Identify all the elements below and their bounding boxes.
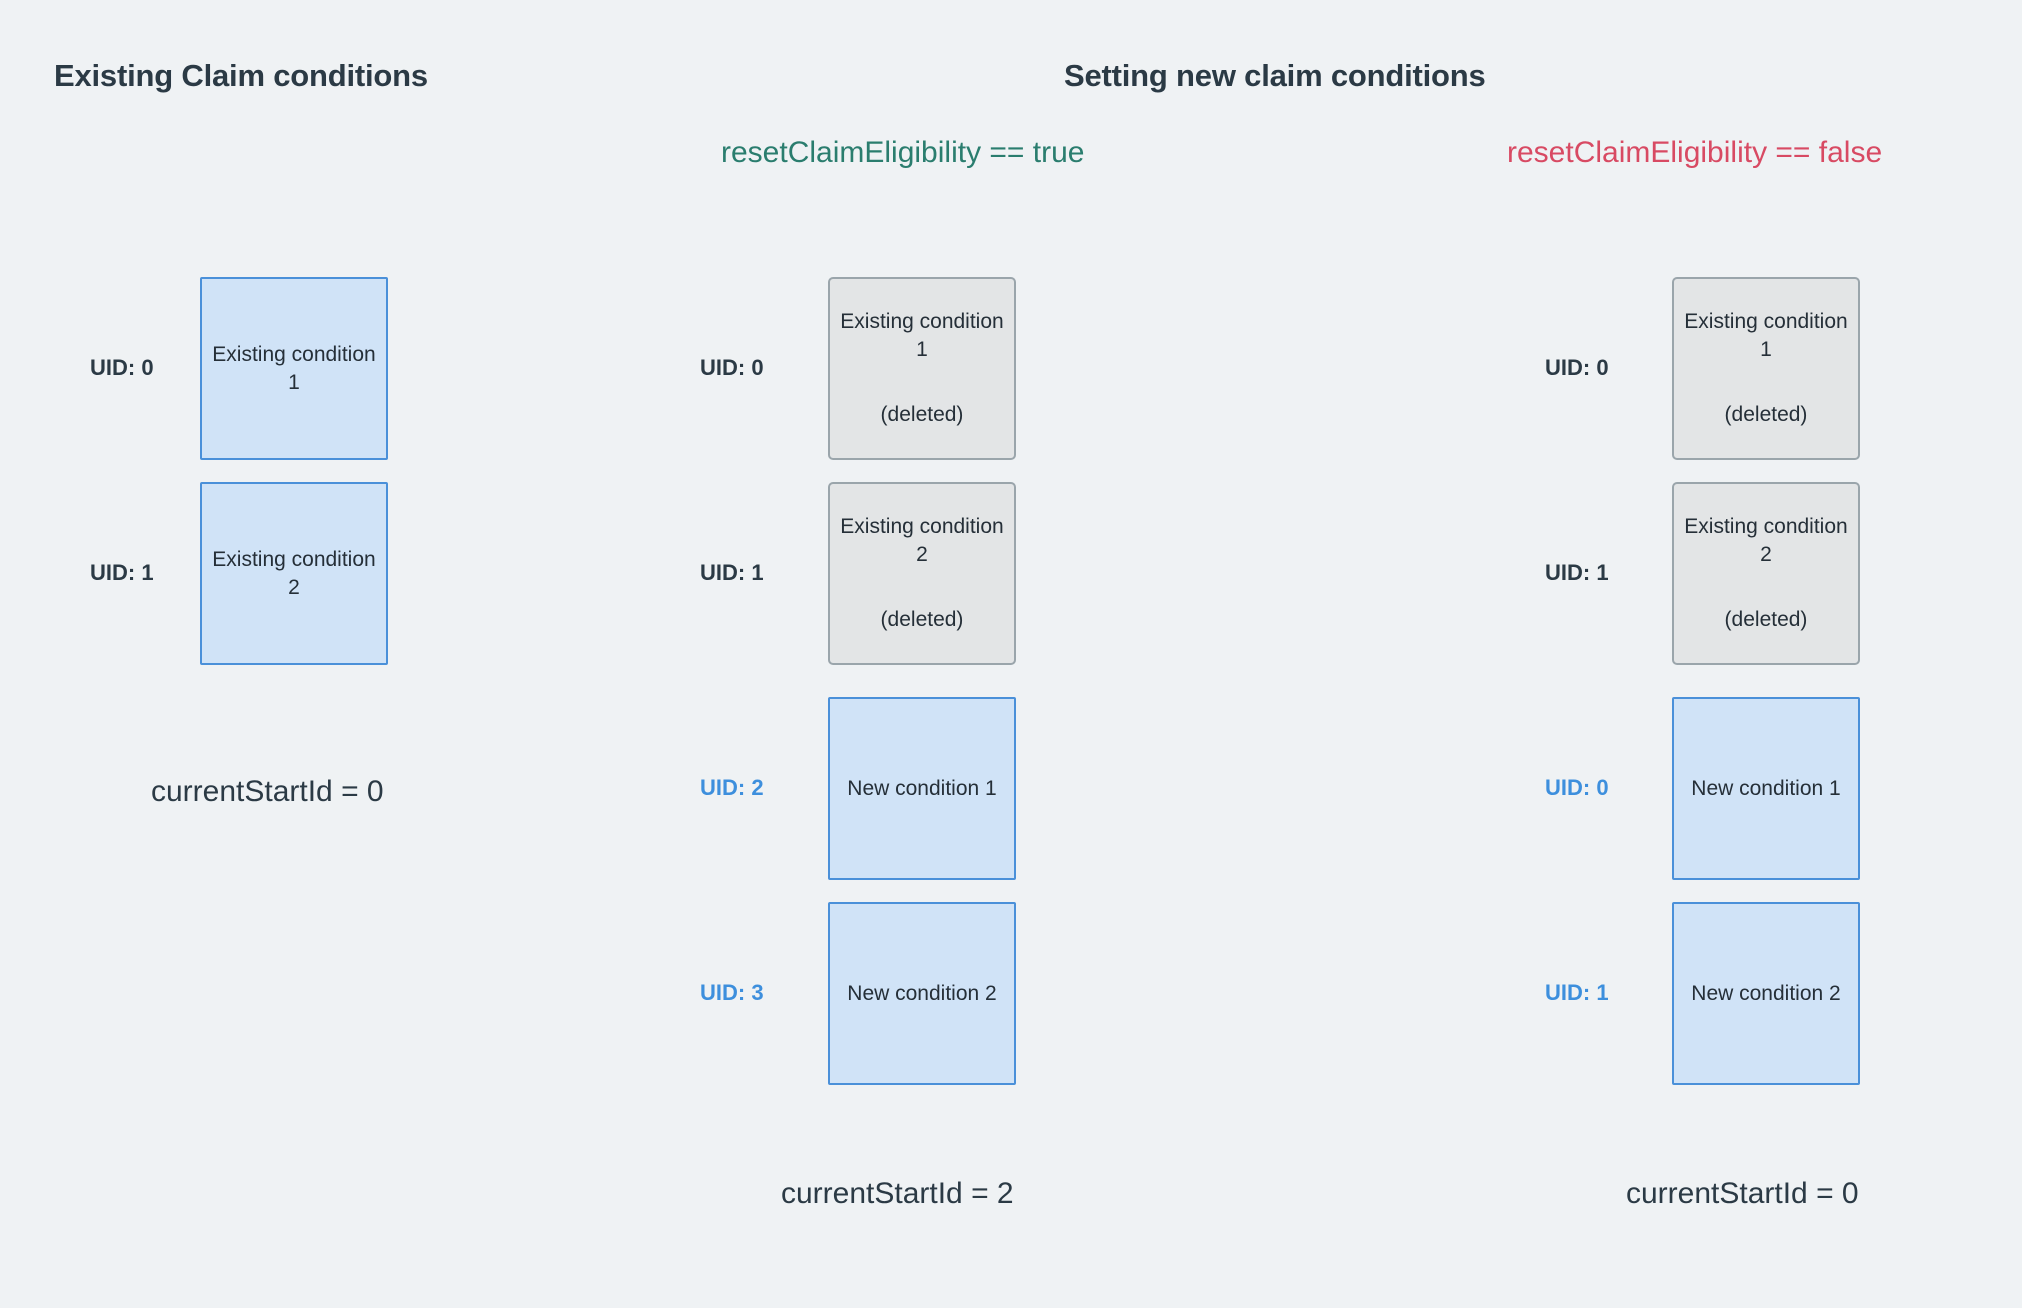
condition-box: Existing condition 1 (deleted) xyxy=(1672,277,1860,460)
condition-box-title: New condition 2 xyxy=(847,981,997,1005)
condition-box: Existing condition 2 (deleted) xyxy=(828,482,1016,665)
condition-box-title: Existing condition 2 xyxy=(840,514,1004,566)
condition-box-title: New condition 2 xyxy=(1691,981,1841,1005)
uid-label: UID: 2 xyxy=(700,774,764,800)
uid-label: UID: 1 xyxy=(90,559,154,585)
uid-label: UID: 0 xyxy=(700,354,764,380)
uid-label: UID: 0 xyxy=(1545,354,1609,380)
uid-label: UID: 3 xyxy=(700,979,764,1005)
current-start-id-label: currentStartId = 2 xyxy=(781,1177,1014,1210)
condition-box: New condition 1 xyxy=(828,697,1016,880)
condition-box: Existing condition 2 xyxy=(200,482,388,665)
condition-box-status: (deleted) xyxy=(1724,403,1808,427)
condition-box-title: Existing condition 2 xyxy=(1684,514,1848,566)
uid-label: UID: 1 xyxy=(1545,979,1609,1005)
condition-box-title: Existing condition 1 xyxy=(1684,309,1848,361)
page-title-new-conditions: Setting new claim conditions xyxy=(1064,58,1486,93)
condition-box-title: Existing condition 1 xyxy=(212,342,376,394)
condition-box: New condition 1 xyxy=(1672,697,1860,880)
page-title-existing-conditions: Existing Claim conditions xyxy=(54,58,428,93)
condition-box: New condition 2 xyxy=(1672,902,1860,1085)
uid-label: UID: 0 xyxy=(90,354,154,380)
condition-box-title: New condition 1 xyxy=(847,776,997,800)
condition-box-status: (deleted) xyxy=(1724,608,1808,632)
condition-box-title: Existing condition 2 xyxy=(212,547,376,599)
condition-box-title: New condition 1 xyxy=(1691,776,1841,800)
condition-box: Existing condition 2 (deleted) xyxy=(1672,482,1860,665)
condition-label-reset-false: resetClaimEligibility == false xyxy=(1507,136,1883,169)
condition-box: Existing condition 1 (deleted) xyxy=(828,277,1016,460)
condition-box: Existing condition 1 xyxy=(200,277,388,460)
condition-label-reset-true: resetClaimEligibility == true xyxy=(721,136,1085,169)
condition-box-title: Existing condition 1 xyxy=(840,309,1004,361)
uid-label: UID: 1 xyxy=(700,559,764,585)
current-start-id-label: currentStartId = 0 xyxy=(1626,1177,1859,1210)
condition-box-status: (deleted) xyxy=(880,608,964,632)
uid-label: UID: 1 xyxy=(1545,559,1609,585)
current-start-id-label: currentStartId = 0 xyxy=(151,775,384,808)
uid-label: UID: 0 xyxy=(1545,774,1609,800)
condition-box: New condition 2 xyxy=(828,902,1016,1085)
condition-box-status: (deleted) xyxy=(880,403,964,427)
